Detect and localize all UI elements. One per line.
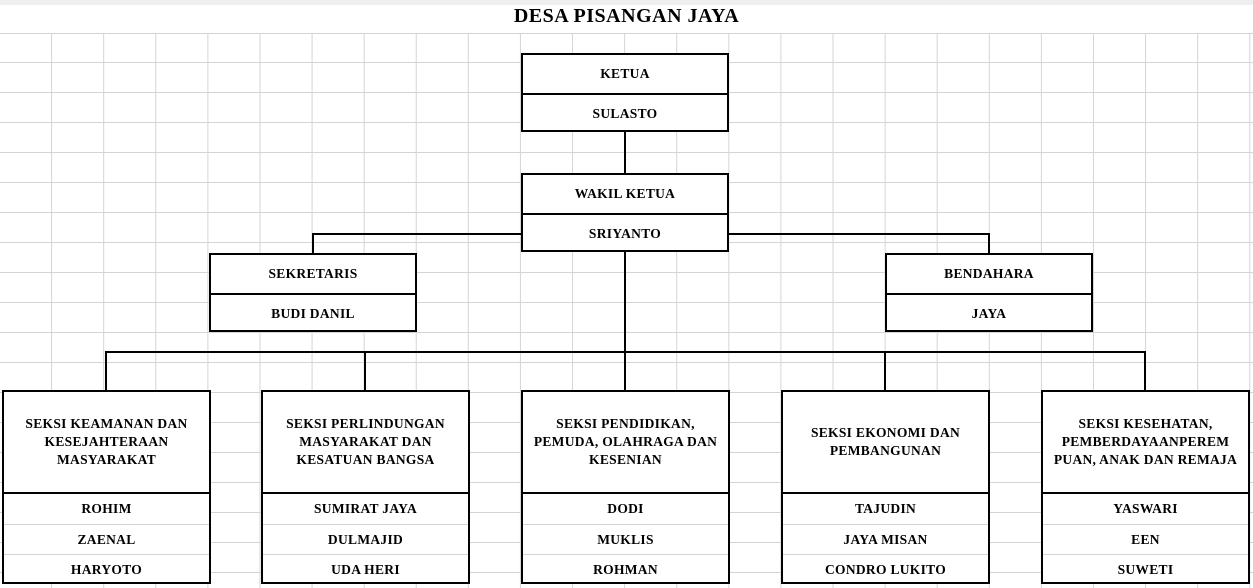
node-seksi-kesehatan-divider bbox=[1043, 492, 1248, 494]
node-wakil-ketua-role: WAKIL KETUA bbox=[574, 185, 676, 201]
node-seksi-keamanan[interactable]: SEKSI KEAMANAN DAN KESEJAHTERAAN MASYARA… bbox=[2, 390, 211, 584]
node-seksi-pendidikan-member-2: MUKLIS bbox=[523, 524, 728, 554]
node-seksi-keamanan-member-1: ROHIM bbox=[81, 501, 132, 516]
node-seksi-keamanan-role: SEKSI KEAMANAN DAN KESEJAHTERAAN MASYARA… bbox=[25, 415, 188, 468]
node-bendahara[interactable]: BENDAHARA JAYA bbox=[885, 253, 1093, 332]
node-seksi-ekonomi-member-1: TAJUDIN bbox=[854, 501, 917, 516]
node-ketua-role: KETUA bbox=[600, 65, 650, 81]
node-seksi-kesehatan-role: SEKSI KESEHATAN, PEMBERDAYAANPEREM PUAN,… bbox=[1053, 415, 1238, 468]
node-seksi-keamanan-divider bbox=[4, 492, 209, 494]
connector-ketua-to-wakil bbox=[624, 132, 626, 173]
node-seksi-kesehatan-member-1: YASWARI bbox=[1113, 501, 1178, 516]
node-sekretaris-name: BUDI DANIL bbox=[271, 306, 355, 321]
connector-drop-seksi2 bbox=[364, 351, 366, 390]
node-seksi-ekonomi-member-3: CONDRO LUKITO bbox=[783, 554, 988, 584]
node-seksi-pendidikan-divider bbox=[523, 492, 728, 494]
page-title: DESA PISANGAN JAYA bbox=[513, 5, 740, 27]
node-wakil-ketua-name: SRIYANTO bbox=[588, 226, 662, 241]
connector-wakil-down bbox=[624, 249, 626, 353]
node-bendahara-role: BENDAHARA bbox=[944, 265, 1034, 281]
node-seksi-ekonomi[interactable]: SEKSI EKONOMI DAN PEMBANGUNAN TAJUDIN JA… bbox=[781, 390, 990, 584]
node-seksi-perlindungan-role: SEKSI PERLINDUNGAN MASYARAKAT DAN KESATU… bbox=[286, 415, 445, 468]
node-sekretaris-divider bbox=[211, 293, 415, 295]
node-bendahara-divider bbox=[887, 293, 1091, 295]
node-seksi-ekonomi-role: SEKSI EKONOMI DAN PEMBANGUNAN bbox=[810, 424, 961, 458]
node-wakil-ketua[interactable]: WAKIL KETUA SRIYANTO bbox=[521, 173, 729, 252]
node-seksi-pendidikan-member-1: DODI bbox=[607, 501, 644, 516]
node-seksi-perlindungan[interactable]: SEKSI PERLINDUNGAN MASYARAKAT DAN KESATU… bbox=[261, 390, 470, 584]
node-ketua-divider bbox=[523, 93, 727, 95]
node-seksi-perlindungan-member-3: UDA HERI bbox=[263, 554, 468, 584]
node-ketua[interactable]: KETUA SULASTO bbox=[521, 53, 729, 132]
connector-bendahara-drop bbox=[988, 233, 990, 253]
node-seksi-kesehatan-member-2: EEN bbox=[1043, 524, 1248, 554]
node-wakil-ketua-divider bbox=[523, 213, 727, 215]
node-seksi-keamanan-member-3: HARYOTO bbox=[4, 554, 209, 584]
connector-drop-seksi4 bbox=[884, 351, 886, 390]
connector-drop-seksi3 bbox=[624, 351, 626, 390]
window-top-strip bbox=[0, 0, 1253, 5]
node-seksi-perlindungan-divider bbox=[263, 492, 468, 494]
node-seksi-ekonomi-member-2: JAYA MISAN bbox=[783, 524, 988, 554]
connector-drop-seksi5 bbox=[1144, 351, 1146, 390]
connector-wakil-to-sekretaris-horizontal bbox=[312, 233, 524, 235]
node-seksi-ekonomi-divider bbox=[783, 492, 988, 494]
title-row bbox=[0, 0, 1253, 34]
node-seksi-kesehatan-member-3: SUWETI bbox=[1043, 554, 1248, 584]
connector-drop-seksi1 bbox=[105, 351, 107, 390]
node-ketua-name: SULASTO bbox=[592, 106, 658, 121]
node-seksi-pendidikan-role: SEKSI PENDIDIKAN, PEMUDA, OLAHRAGA DAN K… bbox=[533, 415, 718, 468]
node-seksi-pendidikan-member-3: ROHMAN bbox=[523, 554, 728, 584]
connector-sekretaris-drop bbox=[312, 233, 314, 253]
node-seksi-pendidikan[interactable]: SEKSI PENDIDIKAN, PEMUDA, OLAHRAGA DAN K… bbox=[521, 390, 730, 584]
node-sekretaris[interactable]: SEKRETARIS BUDI DANIL bbox=[209, 253, 417, 332]
node-seksi-perlindungan-member-2: DULMAJID bbox=[263, 524, 468, 554]
connector-wakil-to-bendahara-horizontal bbox=[727, 233, 989, 235]
node-seksi-keamanan-member-2: ZAENAL bbox=[4, 524, 209, 554]
node-sekretaris-role: SEKRETARIS bbox=[268, 265, 358, 281]
node-seksi-perlindungan-member-1: SUMIRAT JAYA bbox=[313, 501, 417, 516]
node-bendahara-name: JAYA bbox=[971, 306, 1007, 321]
node-seksi-kesehatan[interactable]: SEKSI KESEHATAN, PEMBERDAYAANPEREM PUAN,… bbox=[1041, 390, 1250, 584]
